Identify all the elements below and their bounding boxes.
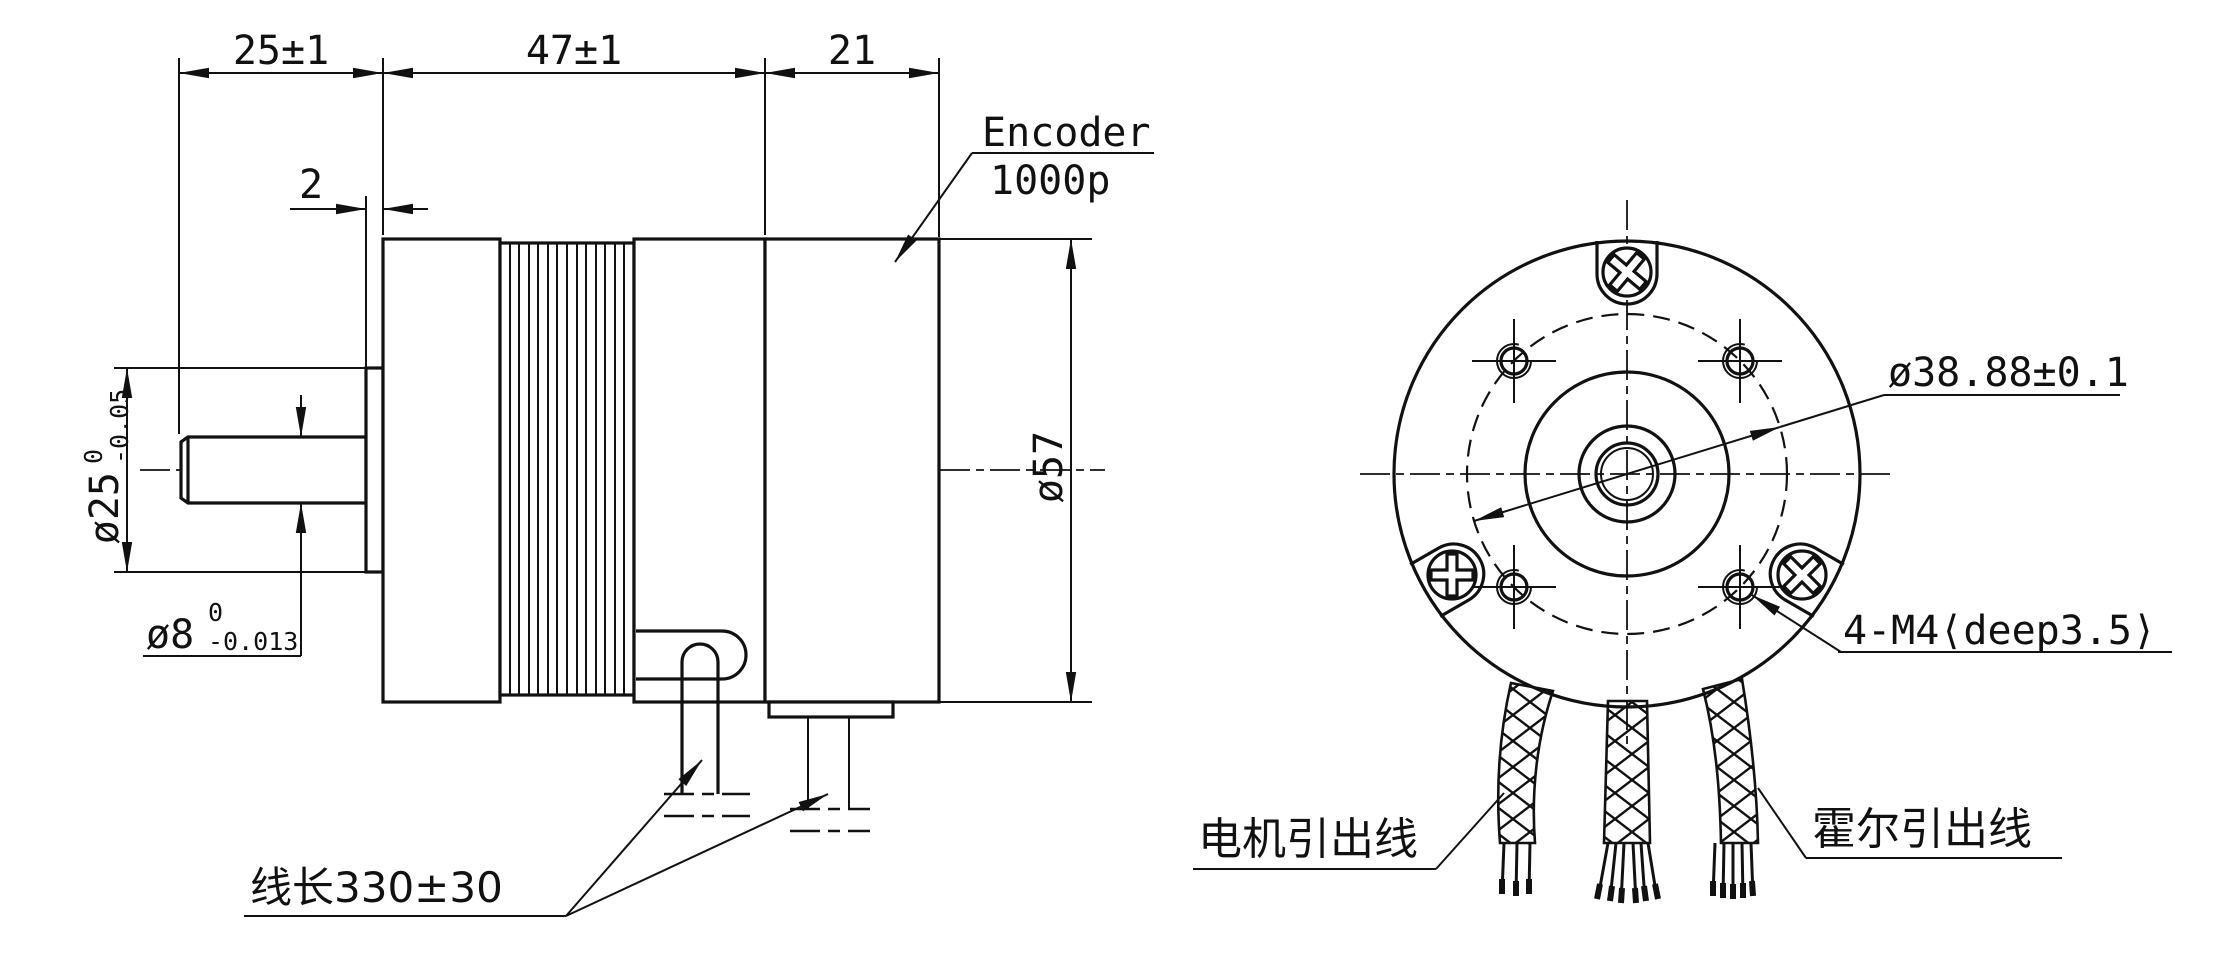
dim-encoder-length: 21 — [828, 28, 876, 74]
dim-body-length: 47±1 — [526, 28, 622, 74]
front-view: ø38.88±0.1 4-M4⟨deep3.5⟩ 电机引出线 霍尔引出线 — [1193, 200, 2172, 904]
hall-leads-callout: 霍尔引出线 — [1757, 787, 2062, 859]
side-view: 25±1 47±1 21 2 ø25 0 -0.05 — [79, 28, 1154, 917]
dim-boss-dia-tol-lower: -0.05 — [105, 389, 134, 464]
mount-holes-label: 4-M4⟨deep3.5⟩ — [1843, 608, 2156, 654]
m4-holes — [1472, 319, 1782, 629]
phillips-cross-icon — [1429, 552, 1475, 598]
shaft-diameter-dimension: ø8 0 -0.013 — [143, 395, 307, 658]
screw-top — [1595, 241, 1659, 306]
dim-body-dia: ø57 — [1026, 431, 1072, 503]
dim-shaft-dia: ø8 — [146, 612, 194, 658]
middle-lead-cable — [1602, 699, 1652, 845]
hall-leads-label: 霍尔引出线 — [1812, 804, 2032, 855]
dim-bolt-circle: ø38.88±0.1 — [1888, 350, 2129, 396]
hall-lead-cable — [1701, 677, 1760, 845]
lead-cables — [1496, 677, 1760, 904]
encoder-callout: Encoder 1000p — [894, 110, 1154, 263]
encoder-resolution-label: 1000p — [990, 158, 1110, 204]
rear-housing — [632, 237, 767, 704]
motor-lead-cable — [1496, 681, 1555, 845]
mount-holes-callout: 4-M4⟨deep3.5⟩ — [1751, 594, 2172, 654]
encoder-housing — [763, 237, 941, 704]
boss-diameter-dimension: ø25 0 -0.05 — [79, 367, 366, 573]
boss-protrusion-dimension: 2 — [290, 162, 428, 368]
screw-bottom-right — [1768, 542, 1845, 618]
cable-length-label: 线长330±30 — [250, 863, 503, 912]
dim-shaft-dia-tol-lower: -0.013 — [208, 627, 298, 656]
dim-shaft-dia-tol-upper: 0 — [208, 598, 223, 627]
dim-boss-protrusion: 2 — [299, 162, 323, 208]
screw-bottom-left — [1409, 542, 1486, 618]
ribbed-section — [498, 241, 636, 697]
phillips-cross-icon — [1605, 250, 1649, 294]
bolt-circle — [1465, 312, 1789, 636]
motor-cable-exit — [636, 629, 750, 818]
front-housing — [381, 237, 502, 704]
body-diameter-dimension: ø57 — [939, 238, 1092, 703]
body-outline-circle — [1392, 239, 1862, 709]
pilot-boss — [364, 366, 385, 574]
encoder-cable-exit — [767, 700, 895, 833]
motor-leads-label: 电机引出线 — [1198, 814, 1418, 865]
phillips-cross-icon — [1781, 554, 1823, 596]
motor-leads-callout: 电机引出线 — [1193, 792, 1505, 870]
dim-shaft-length: 25±1 — [233, 28, 329, 74]
cover-screws — [1409, 241, 1845, 618]
cable-length-callout: 线长330±30 — [244, 759, 829, 917]
shaft — [179, 435, 368, 505]
dim-boss-dia: ø25 — [82, 472, 128, 544]
top-dimensions: 25±1 47±1 21 — [178, 28, 940, 434]
dim-boss-dia-tol-upper: 0 — [79, 449, 108, 464]
encoder-label: Encoder — [982, 110, 1151, 156]
bolt-circle-dimension: ø38.88±0.1 — [1473, 350, 2129, 522]
